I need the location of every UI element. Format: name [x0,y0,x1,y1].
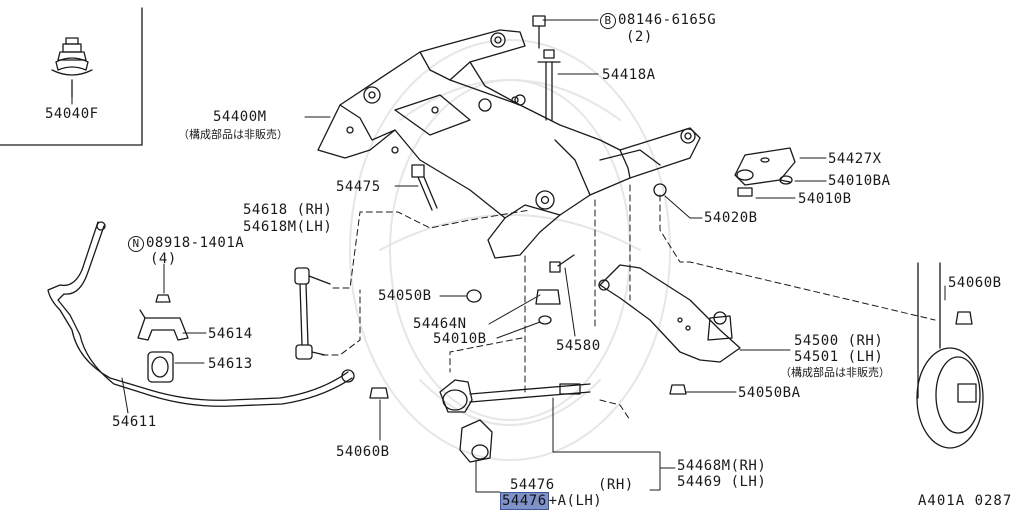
bolt-54580-icon [549,254,575,273]
tension-rod-54468M-icon [439,379,591,413]
bolt-54475-icon [411,164,438,211]
leader-lines [71,19,946,493]
nut-54050BA-icon [669,384,687,395]
part-54476-highlight[interactable]: 54476 [500,492,549,510]
label-54476-rh: (RH) [598,477,634,493]
nut-08918-icon [155,294,171,303]
mount-54427X-icon [734,147,796,197]
label-54400M-note: （構成部品は非販売） [178,128,288,141]
clip-54040F-icon [51,37,93,98]
label-54500-rh: 54500 (RH) [794,333,884,349]
label-54060B-right: 54060B [948,275,1002,291]
label-54613: 54613 [208,356,253,372]
bolt-54418A-icon [532,15,561,121]
label-54614: 54614 [208,326,253,342]
bracket-54614-icon [137,309,189,341]
label-54611: 54611 [112,414,157,430]
bolt-number: 08146-6165G [618,12,717,28]
bushing-54476-icon [459,419,493,463]
nut-number: 08918-1401A [146,235,245,251]
bushing-54613-icon [147,351,174,383]
hub-drum-icon [916,262,984,449]
inset-frame [0,7,143,146]
part-54476A-suffix: +A(LH) [548,493,603,509]
lower-arm-54500-icon [598,264,741,363]
label-54400M: 54400M [213,109,267,125]
label-54010B-lower: 54010B [433,331,487,347]
label-54580: 54580 [556,338,601,354]
stabilizer-bar-54611-icon [47,221,355,407]
crossmember-54400M-icon [317,29,701,259]
label-54020B: 54020B [704,210,758,226]
circle-b-marker: B [600,13,616,29]
label-54500-note: （構成部品は非販売） [780,366,890,379]
label-54418A: 54418A [602,67,656,83]
label-54468M: 54468M(RH) [677,458,767,474]
label-54010BA: 54010BA [828,173,891,189]
circle-n-marker: N [128,236,144,252]
label-nut-qty: (4) [150,251,177,267]
label-54476A-lh: 54476+A(LH) [500,492,603,510]
dashed-lines [321,184,936,421]
nut-54010B-icon [538,315,552,325]
label-54501-lh: 54501 (LH) [794,349,884,365]
label-54476: 54476 [510,477,555,493]
label-54618-rh: 54618 (RH) [243,202,333,218]
rubber-54464N-icon [535,289,561,305]
watermark-emblem [349,39,671,461]
label-54050BA: 54050BA [738,385,801,401]
label-bolt-qty: (2) [626,29,653,45]
label-54050B: 54050B [378,288,432,304]
label-54464N: 54464N [413,316,467,332]
link-rod-54618-icon [294,267,331,360]
diagram-code: A401A 0287 [918,493,1013,509]
label-54060B-lower: 54060B [336,444,390,460]
label-54040F: 54040F [45,106,99,122]
washer-54050B-icon [466,289,482,303]
label-54618M-lh: 54618M(LH) [243,219,333,235]
label-54010B-upper: 54010B [798,191,852,207]
label-54427X: 54427X [828,151,882,167]
label-54475: 54475 [336,179,381,195]
nut-54060B-icon [369,387,389,399]
label-54469: 54469 (LH) [677,474,767,490]
